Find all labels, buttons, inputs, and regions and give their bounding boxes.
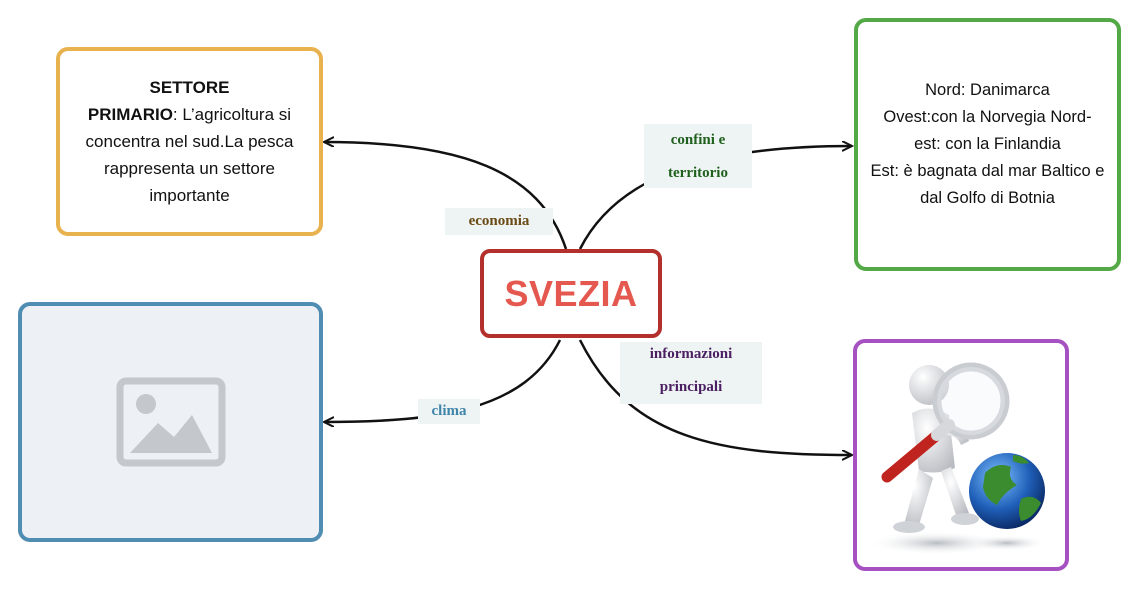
magnifier-globe-illustration [867,362,1047,555]
central-node-title: SVEZIA [504,272,638,314]
economia-text-first: : L’agricoltura si [172,105,292,124]
confini-box[interactable]: Nord: Danimarca Ovest:con la Norvegia No… [854,18,1121,271]
economia-text-line: rappresenta un settore [103,159,276,178]
connector-informazioni [578,339,852,455]
economia-title-line1: SETTORE [149,78,230,97]
confini-line: Est: è bagnata dal mar Baltico e [870,162,1105,180]
economia-text: SETTORE PRIMARIO: L’agricoltura si conce… [86,74,294,209]
confini-line: Nord: Danimarca [925,81,1050,99]
confini-line: Ovest:con la Norvegia Nord- [883,108,1092,126]
label-informazioni-principali: informazioni principali [620,342,762,404]
confini-line: est: con la Finlandia [914,135,1061,153]
economia-text-line: importante [149,186,230,205]
economia-title-line2: PRIMARIO [87,105,173,124]
economia-text-line: concentra nel sud.La pesca [85,132,294,151]
economia-box[interactable]: SETTORE PRIMARIO: L’agricoltura si conce… [56,47,323,236]
confini-text: Nord: Danimarca Ovest:con la Norvegia No… [871,77,1105,212]
label-info-line2: principali [659,379,723,395]
image-placeholder-icon [116,377,225,467]
confini-line: dal Golfo di Botnia [920,189,1055,207]
label-economia: economia [445,208,553,235]
label-confini-line2: territorio [668,165,728,181]
label-confini-territorio: confini e territorio [644,124,752,188]
label-clima: clima [418,399,480,424]
connector-economia [324,142,568,250]
label-confini-line1: confini e [670,132,726,148]
informazioni-box[interactable] [853,339,1069,571]
central-node[interactable]: SVEZIA [480,249,662,338]
clima-box[interactable] [18,302,323,542]
label-info-line1: informazioni [649,346,733,362]
